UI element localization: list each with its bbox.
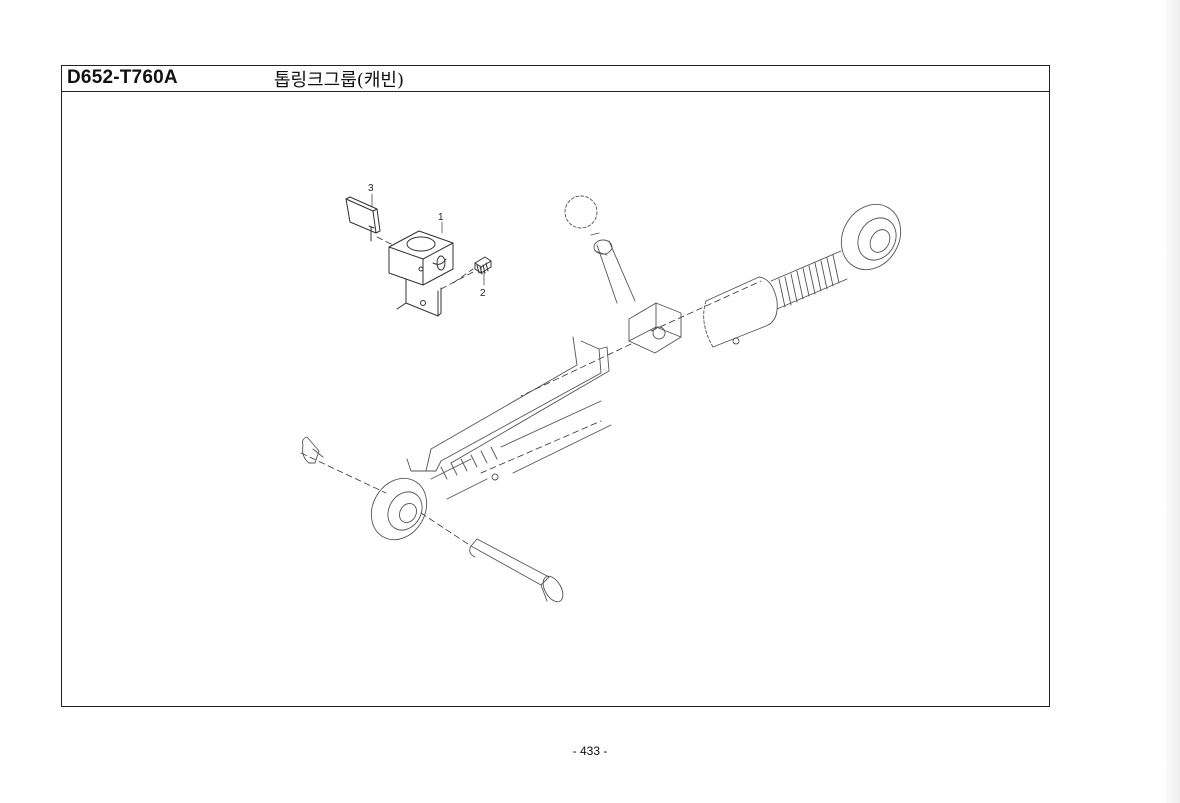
hitch-pin (469, 538, 564, 603)
callout-2: 2 (480, 288, 486, 299)
page-number: - 433 - (572, 744, 608, 758)
lynch-clip (302, 436, 324, 464)
lever-block (628, 302, 682, 354)
right-thread (770, 250, 848, 310)
left-eye-end (370, 477, 428, 541)
exploded-parts-drawing: 3 1 2 (300, 183, 902, 603)
right-eye-end (840, 203, 902, 271)
part-group-code: D652-T760A (67, 67, 178, 88)
parts-diagram-frame: D652-T760A 톱링크그룹(캐빈) (61, 65, 1050, 707)
handle-ball (564, 195, 636, 304)
callout-3: 3 (368, 183, 374, 194)
callout-1: 1 (438, 212, 444, 223)
part-group-title: 톱링크그룹(캐빈) (274, 70, 404, 91)
left-tube (430, 400, 612, 500)
plate-part-3 (345, 196, 381, 242)
bracket-part-1 (388, 230, 454, 317)
link-tube (703, 276, 778, 348)
lever-rod (406, 336, 610, 472)
bolt-part-2 (474, 256, 492, 275)
diagram-header: D652-T760A 톱링크그룹(캐빈) (62, 66, 1049, 92)
scan-edge-shadow (1166, 0, 1180, 803)
